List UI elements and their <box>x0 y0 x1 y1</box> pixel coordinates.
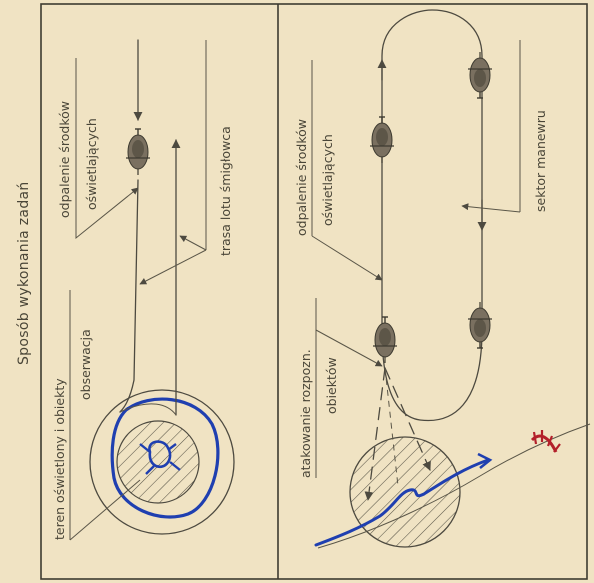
orbit-circle <box>89 389 235 535</box>
attack-line-3 <box>384 367 399 487</box>
flight-path-left <box>119 179 139 413</box>
maneuver-track <box>381 9 483 331</box>
attack-label-line2: obiektów <box>324 357 339 414</box>
right-flare-leader-line <box>311 235 383 281</box>
maneuver-leader-line <box>461 203 521 213</box>
area-label-line1: teren oświetlony i obiekty <box>52 378 67 540</box>
right-panel: odpalenie środków oświetlających sektor … <box>294 9 591 549</box>
right-flare-label-line2: oświetlających <box>320 134 335 226</box>
left-panel: odpalenie środków oświetlających trasa l… <box>52 39 235 541</box>
attack-leader-line <box>315 329 383 367</box>
blue-marker-arrowhead <box>477 452 493 470</box>
blue-marker-route <box>314 458 490 547</box>
blue-marker-outline <box>110 397 220 519</box>
illuminated-area <box>116 420 200 504</box>
flight-path-label: trasa lotu śmigłowca <box>218 126 233 256</box>
flight-path-pointer-1 <box>179 235 207 251</box>
page-title: Sposób wykonania zadań <box>16 181 32 365</box>
flight-path-loop <box>119 403 177 416</box>
attack-line-1 <box>364 367 386 501</box>
maneuver-sector-label: sektor manewru <box>533 110 548 212</box>
area-leader-line <box>69 479 141 541</box>
area-label-line2: obserwacja <box>78 329 93 400</box>
enemy-position-icon <box>530 430 561 453</box>
target-mark-icon <box>139 440 181 475</box>
diagram-frame <box>40 3 588 580</box>
attack-label-line1: atakowanie rozpozn. <box>298 349 313 478</box>
terrain-line <box>317 423 591 549</box>
left-flare-label-line1: odpalenie środków <box>57 101 72 218</box>
right-flare-label-line1: odpalenie środków <box>294 119 309 236</box>
flare-leader-line <box>75 187 139 240</box>
flight-path-pointer-2 <box>139 249 207 285</box>
left-flare-label-line2: oświetlających <box>84 118 99 210</box>
